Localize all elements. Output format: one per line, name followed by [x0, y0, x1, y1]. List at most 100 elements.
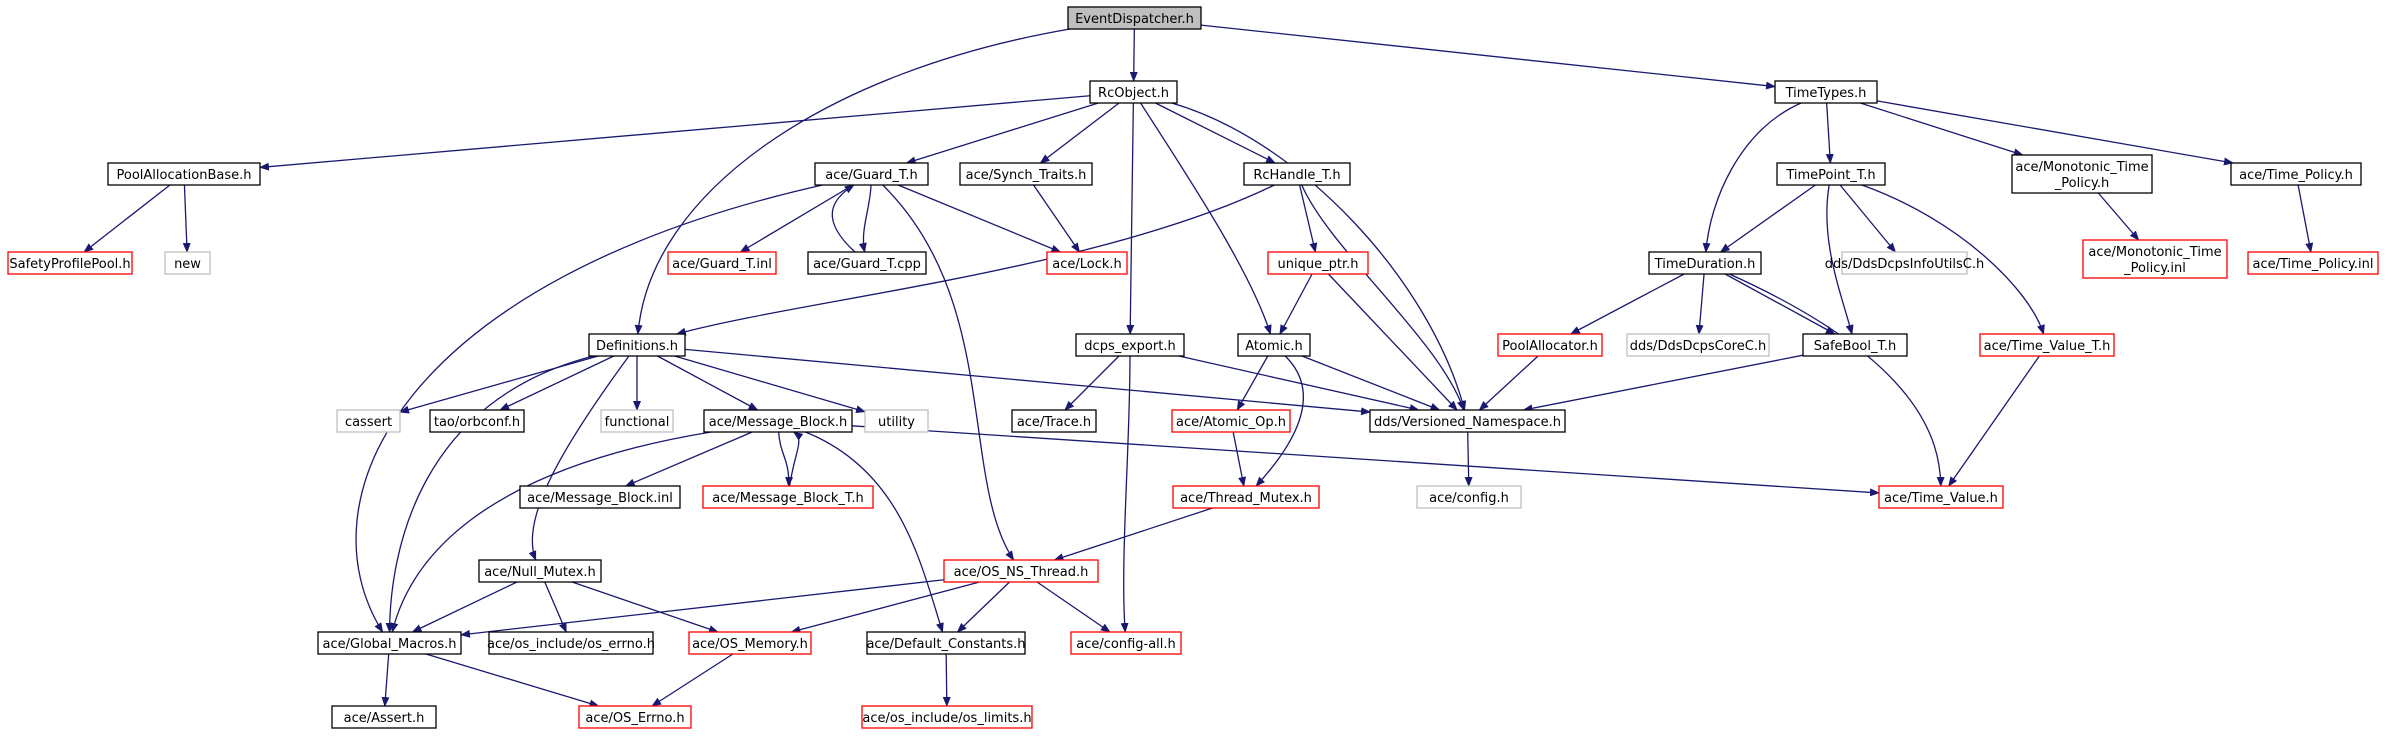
node-label: dds/DdsDcpsCoreC.h — [1630, 339, 1766, 354]
edge-up-ato — [1279, 273, 1313, 335]
edge-ambt-amb — [788, 431, 804, 487]
node-amt[interactable]: ace/Monotonic_Time_Policy.h — [2011, 154, 2153, 194]
node-dce[interactable]: dcps_export.h — [1075, 333, 1185, 357]
node-adc[interactable]: ace/Default_Constants.h — [866, 631, 1026, 655]
node-dvn[interactable]: dds/Versioned_Namespace.h — [1369, 409, 1566, 433]
node-amti[interactable]: ace/Monotonic_Time_Policy.inl — [2082, 239, 2228, 279]
node-label: ace/os_include/os_limits.h — [862, 711, 1031, 726]
edge-rc-pab — [259, 95, 1091, 171]
node-td[interactable]: TimeDuration.h — [1648, 251, 1762, 275]
node-atr[interactable]: ace/Trace.h — [1011, 409, 1097, 433]
node-box — [1841, 251, 1968, 275]
node-tp[interactable]: TimePoint_T.h — [1776, 162, 1886, 186]
edge-pab-new — [182, 184, 191, 253]
node-label: ace/config-all.h — [1076, 637, 1176, 652]
node-box — [814, 162, 929, 186]
node-aont[interactable]: ace/OS_NS_Thread.h — [943, 559, 1099, 583]
node-uti: utility — [864, 409, 929, 433]
node-aol[interactable]: ace/os_include/os_limits.h — [861, 705, 1033, 729]
node-alk[interactable]: ace/Lock.h — [1046, 251, 1128, 275]
node-pab[interactable]: PoolAllocationBase.h — [107, 162, 261, 186]
node-aao[interactable]: ace/Atomic_Op.h — [1171, 409, 1291, 433]
edge-aont-adc — [956, 581, 1010, 633]
node-ed[interactable]: EventDispatcher.h — [1067, 6, 1202, 30]
node-ambt[interactable]: ace/Message_Block_T.h — [702, 485, 874, 509]
node-anm[interactable]: ace/Null_Mutex.h — [478, 559, 602, 583]
node-aca[interactable]: ace/config-all.h — [1070, 631, 1182, 655]
node-aoe[interactable]: ace/os_include/os_errno.h — [487, 631, 655, 655]
node-label: ace/OS_NS_Thread.h — [954, 565, 1089, 580]
node-aas[interactable]: ace/Assert.h — [331, 705, 437, 729]
node-pa[interactable]: PoolAllocator.h — [1497, 333, 1603, 357]
node-box — [861, 705, 1033, 729]
node-aoer[interactable]: ace/OS_Errno.h — [578, 705, 692, 729]
node-box — [688, 631, 812, 655]
node-box — [864, 409, 929, 433]
node-box — [1626, 333, 1770, 357]
node-agh[interactable]: ace/Guard_T.h — [814, 162, 929, 186]
node-atpi[interactable]: ace/Time_Policy.inl — [2247, 251, 2379, 275]
edge-def-orb — [499, 355, 615, 411]
node-label: dcps_export.h — [1084, 339, 1175, 354]
node-atm[interactable]: ace/Thread_Mutex.h — [1172, 485, 1320, 509]
node-box — [488, 631, 654, 655]
node-label: TimeTypes.h — [1785, 86, 1867, 101]
node-sb[interactable]: SafeBool_T.h — [1802, 333, 1908, 357]
node-label: Atomic.h — [1245, 339, 1303, 354]
node-label: RcObject.h — [1098, 86, 1169, 101]
node-label: ace/Time_Policy.inl — [2253, 257, 2374, 272]
edge-tt-atp — [1876, 100, 2234, 166]
node-atv[interactable]: ace/Time_Value_T.h — [1979, 333, 2115, 357]
edge-dce-atr — [1064, 355, 1120, 411]
node-orb[interactable]: tao/orbconf.h — [429, 409, 525, 433]
node-rch[interactable]: RcHandle_T.h — [1243, 162, 1351, 186]
node-label: dds/DdsDcpsInfoUtilsC.h — [1825, 257, 1985, 272]
node-up[interactable]: unique_ptr.h — [1267, 251, 1369, 275]
node-agc[interactable]: ace/Guard_T.cpp — [807, 251, 927, 275]
edge-agh-agm — [355, 184, 823, 633]
node-def[interactable]: Definitions.h — [588, 333, 686, 357]
node-label: ace/Time_Value.h — [1884, 491, 1998, 506]
edge-aont-agm — [460, 579, 945, 638]
node-atval[interactable]: ace/Time_Value.h — [1878, 485, 2004, 509]
edge-td-atval — [1729, 273, 1945, 487]
node-label: ace/Thread_Mutex.h — [1180, 491, 1312, 506]
node-ambi[interactable]: ace/Message_Block.inl — [519, 485, 681, 509]
node-box — [2011, 154, 2153, 194]
node-box — [1774, 80, 1878, 104]
node-box — [578, 705, 692, 729]
edge-ato-dvn — [1301, 355, 1441, 411]
node-label: functional — [605, 415, 670, 430]
edge-tp-atv — [1861, 184, 2045, 335]
node-label: ace/Assert.h — [344, 711, 425, 726]
node-label: SafetyProfilePool.h — [9, 257, 130, 272]
node-agi[interactable]: ace/Guard_T.inl — [667, 251, 777, 275]
node-label: ace/Atomic_Op.h — [1176, 415, 1286, 430]
edge-atp-atpi — [2297, 184, 2314, 253]
node-rc[interactable]: RcObject.h — [1089, 80, 1178, 104]
node-label: unique_ptr.h — [1278, 257, 1359, 272]
node-label: new — [174, 257, 201, 272]
edge-tt-td — [1702, 102, 1802, 253]
node-box — [1776, 162, 1886, 186]
node-spp[interactable]: SafetyProfilePool.h — [7, 251, 133, 275]
edge-td-pa — [1569, 273, 1685, 335]
node-box — [2247, 251, 2379, 275]
node-box — [1497, 333, 1603, 357]
node-box — [164, 251, 211, 275]
edge-anm-aom — [571, 581, 719, 633]
edge-ato-atm — [1255, 355, 1304, 487]
node-tt[interactable]: TimeTypes.h — [1774, 80, 1878, 104]
node-aom[interactable]: ace/OS_Memory.h — [688, 631, 812, 655]
node-label: TimePoint_T.h — [1785, 168, 1875, 183]
node-agm[interactable]: ace/Global_Macros.h — [317, 631, 462, 655]
node-ato[interactable]: Atomic.h — [1237, 333, 1311, 357]
node-amb[interactable]: ace/Message_Block.h — [703, 409, 853, 433]
node-ast[interactable]: ace/Synch_Traits.h — [959, 162, 1093, 186]
node-atp[interactable]: ace/Time_Policy.h — [2230, 162, 2362, 186]
node-box — [1067, 6, 1202, 30]
edge-tp-td — [1719, 184, 1816, 253]
node-label: ace/Trace.h — [1017, 415, 1091, 430]
edge-tt-tp — [1825, 102, 1834, 164]
